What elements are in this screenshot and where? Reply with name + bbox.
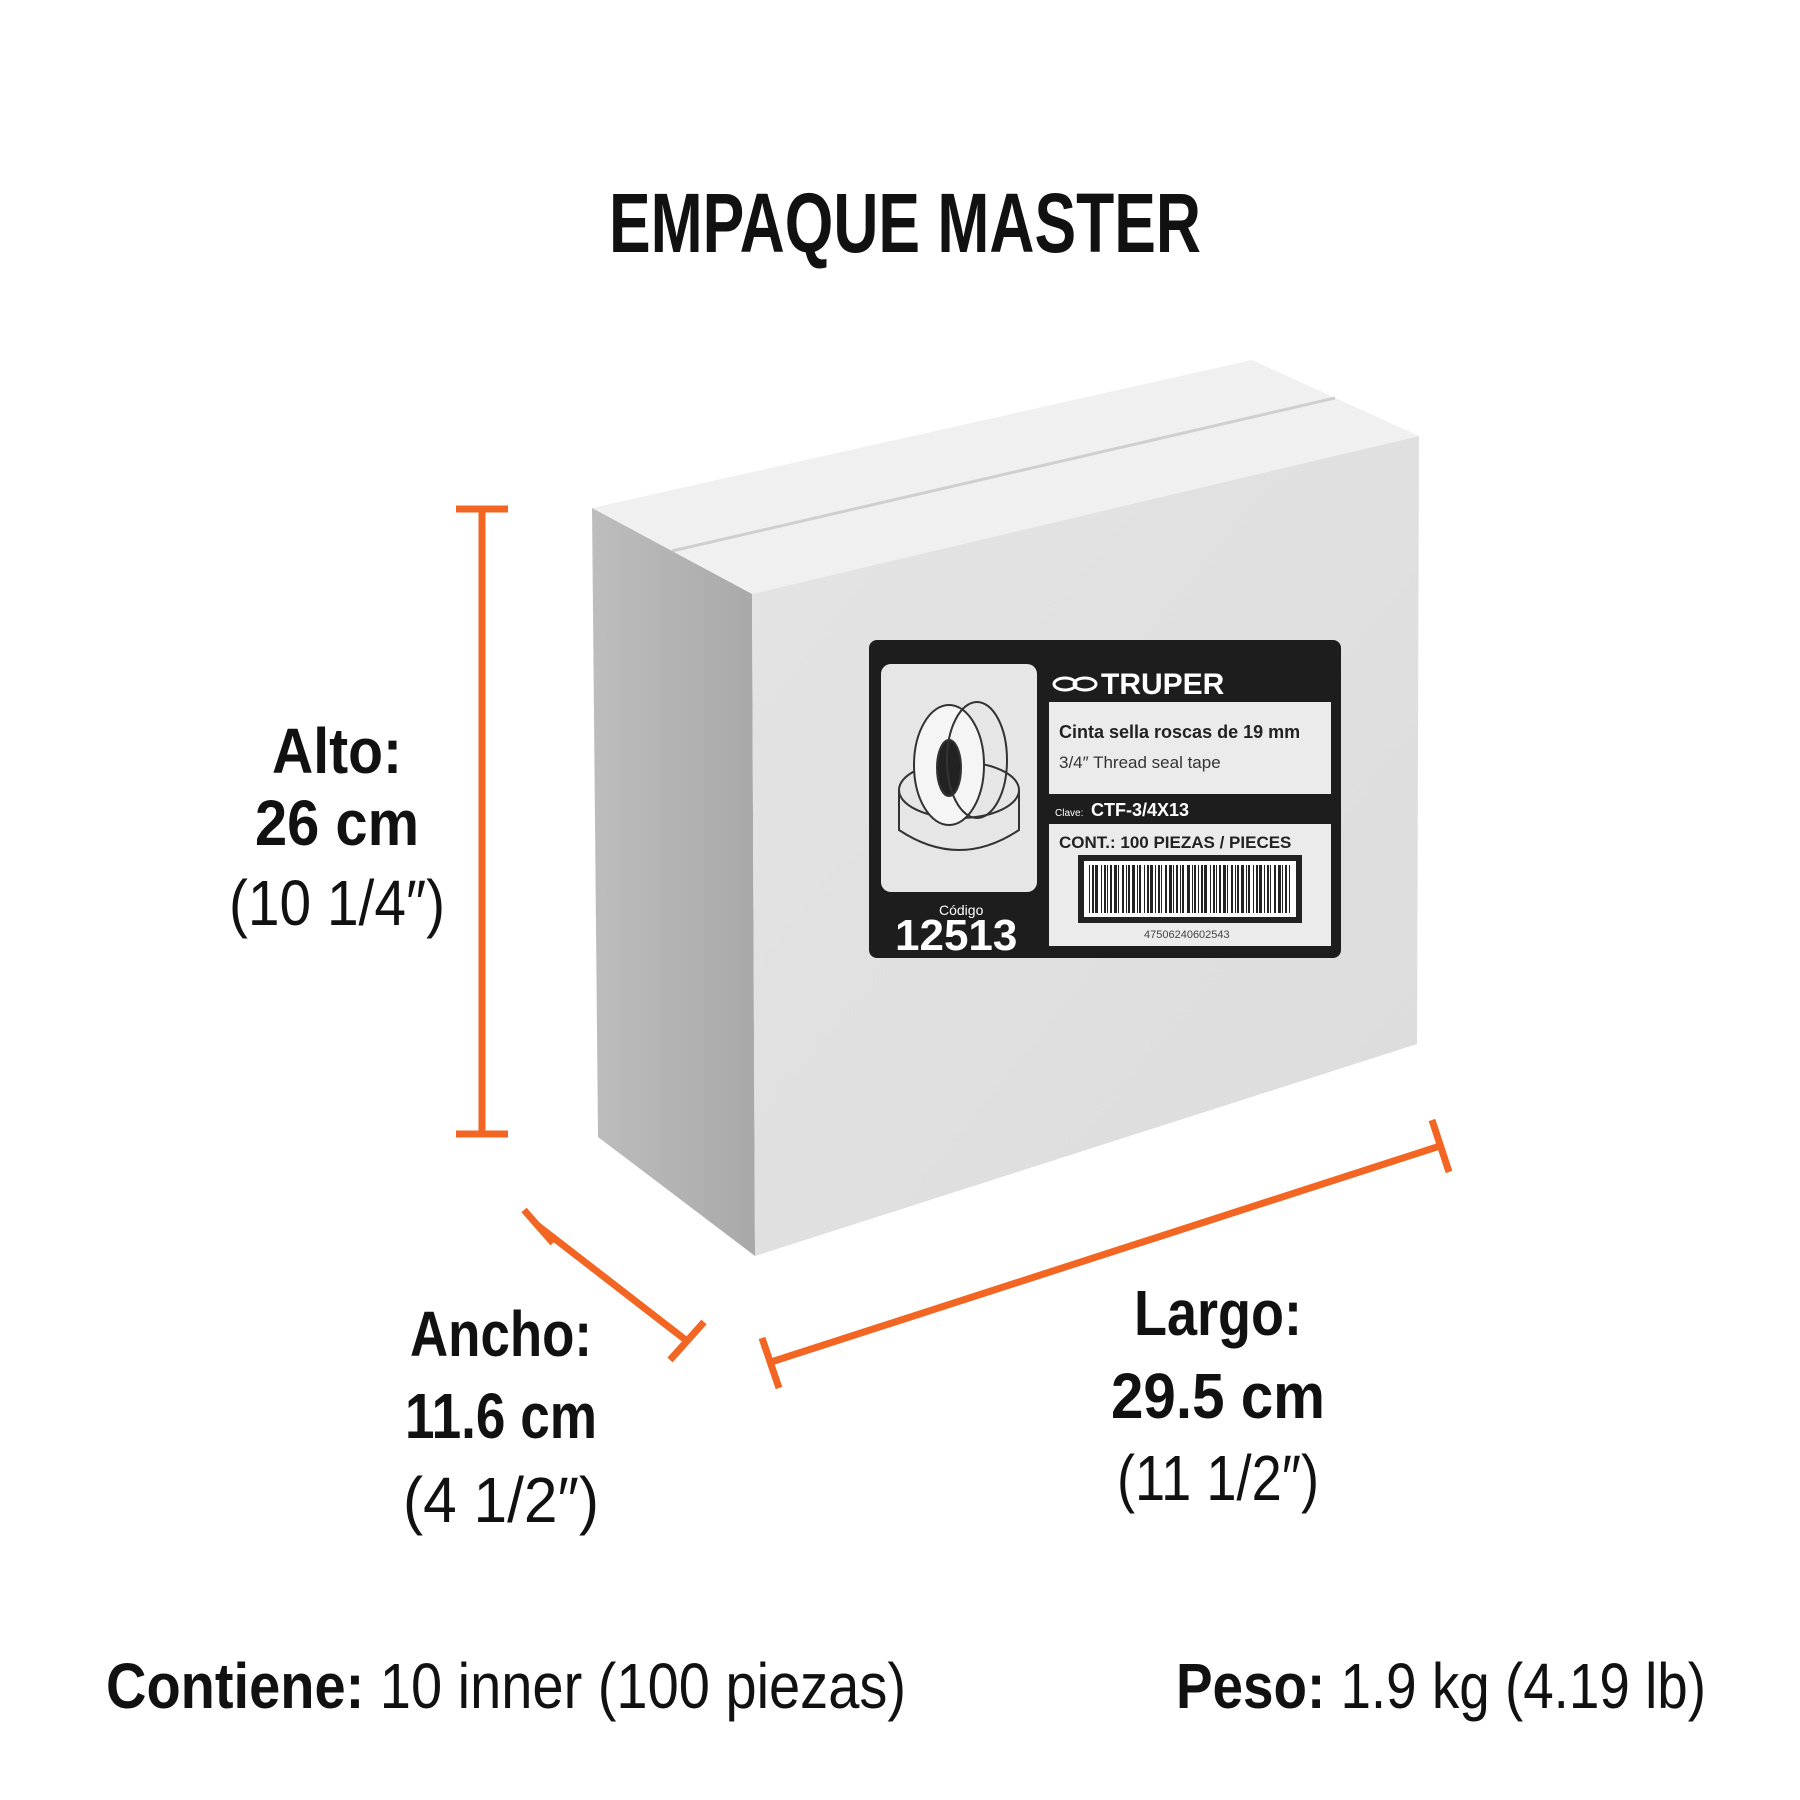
barcode-bar [1274, 865, 1276, 913]
largo-cm: 29.5 cm [1111, 1360, 1325, 1432]
barcode-bar [1256, 865, 1258, 913]
barcode-bar [1101, 865, 1102, 913]
barcode-bar [1176, 865, 1178, 913]
barcode-bar [1264, 865, 1265, 913]
barcode-bar [1246, 865, 1247, 913]
barcode-bar [1089, 865, 1090, 913]
barcode-bar [1161, 865, 1162, 913]
peso-info: Peso: 1.9 kg (4.19 lb) [1176, 1650, 1706, 1722]
length-dimension-line [758, 1118, 1453, 1390]
barcode-bar [1231, 865, 1233, 913]
largo-inch: (11 1/2″) [1117, 1442, 1319, 1514]
master-box: Código 12513 TRUPER Cinta sella roscas d… [592, 360, 1419, 1256]
barcode-bar [1107, 865, 1108, 913]
barcode-bar [1219, 865, 1221, 913]
barcode-bar [1180, 865, 1181, 913]
barcode-bar [1237, 865, 1239, 913]
barcode-bar [1139, 865, 1141, 913]
ancho-dimension: Ancho: 11.6 cm (4 1/2″) [403, 1298, 599, 1536]
page-title: EMPAQUE MASTER [609, 176, 1201, 270]
alto-inch: (10 1/4″) [229, 867, 445, 939]
product-name-es: Cinta sella roscas de 19 mm [1059, 722, 1300, 742]
barcode-bar [1198, 865, 1199, 913]
barcode-bar [1095, 865, 1098, 913]
barcode-bar [1216, 865, 1217, 913]
alto-cm: 26 cm [255, 787, 419, 859]
truper-logo: TRUPER [1052, 668, 1225, 701]
barcode-bar [1137, 865, 1138, 913]
barcode-bar [1227, 865, 1228, 913]
barcode-bar [1267, 865, 1269, 913]
codigo-number: 12513 [895, 911, 1017, 960]
barcode-bar [1289, 865, 1290, 913]
barcode-bar [1278, 865, 1281, 913]
barcode-bar [1155, 865, 1156, 913]
barcode-bar [1210, 865, 1211, 913]
barcode-number: 47506240602543 [1144, 929, 1230, 941]
peso-label: Peso: [1176, 1650, 1325, 1722]
barcode-bar [1282, 865, 1283, 913]
barcode-bar [1194, 865, 1196, 913]
width-dimension-line [521, 1207, 707, 1363]
largo-label: Largo: [1134, 1277, 1302, 1349]
barcode-bar [1285, 865, 1287, 913]
barcode-bar [1122, 865, 1124, 913]
product-name-panel [1049, 702, 1331, 794]
barcode-bar [1213, 865, 1215, 913]
barcode-bar [1169, 865, 1172, 913]
ancho-label: Ancho: [410, 1298, 592, 1370]
box-label: Código 12513 TRUPER Cinta sella roscas d… [869, 640, 1341, 960]
barcode-bar [1259, 865, 1262, 913]
barcode-bar [1104, 865, 1106, 913]
barcode-bar [1204, 865, 1207, 913]
largo-dimension: Largo: 29.5 cm (11 1/2″) [1111, 1277, 1325, 1514]
product-name-en: 3/4″ Thread seal tape [1059, 753, 1221, 772]
alto-dimension: Alto: 26 cm (10 1/4″) [229, 715, 445, 939]
clave-value: CTF-3/4X13 [1091, 800, 1189, 820]
barcode-bar [1235, 865, 1236, 913]
barcode-bar [1241, 865, 1244, 913]
box-top-face [592, 360, 1419, 594]
barcode-bar [1128, 865, 1130, 913]
ancho-cm: 11.6 cm [405, 1380, 597, 1452]
barcode-bar [1158, 865, 1160, 913]
contiene-label: Contiene: [106, 1650, 364, 1722]
alto-label: Alto: [272, 715, 402, 787]
barcode-bar [1150, 865, 1153, 913]
barcode-bar [1192, 865, 1193, 913]
barcode-bar [1270, 865, 1271, 913]
barcode-bar [1223, 865, 1226, 913]
barcode-bar [1110, 865, 1112, 913]
barcode-bar [1253, 865, 1254, 913]
barcode-bar [1132, 865, 1135, 913]
clave-label: Clave: [1055, 808, 1083, 819]
barcode-bar [1114, 865, 1117, 913]
barcode-bar [1144, 865, 1145, 913]
codigo-label: Código [939, 902, 984, 918]
barcode-bar [1248, 865, 1250, 913]
tape-roll-icon [898, 701, 1020, 851]
barcode [1089, 865, 1290, 913]
brand-name: TRUPER [1101, 668, 1225, 701]
barcode-bar [1165, 865, 1167, 913]
barcode-bar [1118, 865, 1119, 913]
barcode-bar [1092, 865, 1094, 913]
contents-text: CONT.: 100 PIEZAS / PIECES [1059, 833, 1291, 852]
barcode-bar [1201, 865, 1203, 913]
barcode-bar [1147, 865, 1149, 913]
barcode-bar [1126, 865, 1127, 913]
box-side-face [592, 508, 755, 1256]
barcode-bar [1173, 865, 1174, 913]
height-dimension-line [456, 505, 508, 1138]
ancho-inch: (4 1/2″) [403, 1464, 599, 1536]
contiene-value: 10 inner (100 piezas) [364, 1650, 906, 1722]
contiene-info: Contiene: 10 inner (100 piezas) [106, 1650, 906, 1722]
box-tape-seam [671, 396, 1336, 553]
peso-value: 1.9 kg (4.19 lb) [1325, 1650, 1706, 1722]
barcode-bar [1187, 865, 1190, 913]
barcode-bar [1182, 865, 1184, 913]
